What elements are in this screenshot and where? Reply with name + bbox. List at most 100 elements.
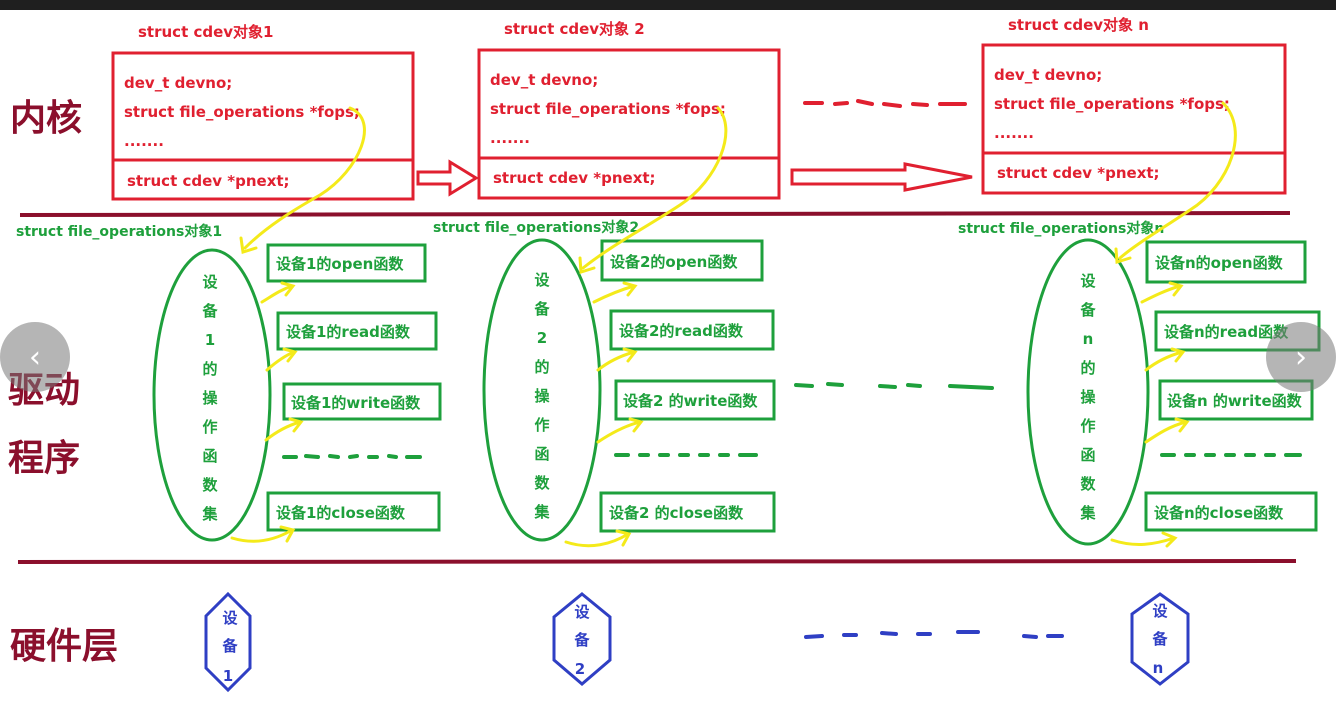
ellipse-char: 的 <box>202 360 217 378</box>
func-box-open <box>600 239 764 282</box>
layer-label-kernel: 内核 <box>10 98 82 139</box>
func-box-close <box>1144 491 1318 532</box>
ellipse-char: 集 <box>1079 504 1096 522</box>
cdev-field-fops: struct file_operations *fops; <box>124 103 360 121</box>
ellipse-char: n <box>1083 330 1094 348</box>
cdev-field-pnext: struct cdev *pnext; <box>493 169 656 187</box>
func-link-arrow <box>260 284 294 304</box>
fops-pointer-arrow-n-head <box>1114 247 1132 264</box>
func-link-arrow-head <box>622 281 638 297</box>
fops-pointer-arrow-2 <box>581 106 728 270</box>
func-label-open: 设备2的open函数 <box>610 253 738 271</box>
fops-title: struct file_operations对象n <box>958 220 1164 237</box>
device-char: 备 <box>573 631 590 649</box>
ellipse-char: 备 <box>201 302 218 320</box>
fops-ellipse-chars: 设 备 1 的 操 作 函 数 集 <box>201 273 218 523</box>
ellipse-char: 作 <box>1080 417 1095 435</box>
cdev-title: struct cdev对象1 <box>138 23 273 41</box>
device-char: 设 <box>222 609 237 627</box>
layer-label-hardware: 硬件层 <box>10 626 118 667</box>
ellipse-char: 数 <box>534 474 550 492</box>
func-link-arrow-head <box>1170 347 1186 363</box>
separator-kernel-driver <box>19 211 1291 217</box>
func-link-arrow <box>596 420 642 444</box>
func-link-arrow <box>1140 284 1182 304</box>
func-link-arrow <box>596 350 636 372</box>
cdev-object-2: struct cdev对象 2 dev_t devno; struct file… <box>477 20 781 200</box>
cdev-field-dots: ....... <box>994 124 1034 142</box>
ellipse-char: 的 <box>534 358 549 376</box>
device-char: 2 <box>575 660 585 678</box>
prev-image-button[interactable]: ‹ <box>0 322 70 392</box>
cdev-field-pnext: struct cdev *pnext; <box>997 164 1160 182</box>
separator-driver-hardware <box>17 559 1297 564</box>
chevron-left-icon: ‹ <box>29 339 41 375</box>
fops-ellipse-chars: 设 备 n 的 操 作 函 数 集 <box>1079 272 1096 522</box>
func-dots <box>282 454 422 459</box>
func-link-arrow-head <box>628 417 644 433</box>
fops-object-1: struct file_operations对象1 设 备 1 的 操 作 函 … <box>16 223 442 542</box>
ellipse-char: 数 <box>202 476 218 494</box>
func-box-read <box>276 311 438 351</box>
func-label-write: 设备n 的write函数 <box>1167 392 1303 410</box>
func-label-read: 设备1的read函数 <box>286 323 411 341</box>
func-link-arrow-head <box>1161 531 1178 548</box>
cdev-field-devno: dev_t devno; <box>124 74 232 92</box>
cdev-field-devno: dev_t devno; <box>490 71 598 89</box>
func-box-write <box>282 382 442 421</box>
kernel-continuation-dashes <box>803 99 967 108</box>
device-hexagon <box>1130 592 1190 686</box>
ellipse-char: 函 <box>534 445 549 463</box>
ellipse-char: 作 <box>534 416 549 434</box>
device-2: 设 备 2 <box>552 592 612 686</box>
device-char: 设 <box>1152 602 1167 620</box>
func-label-close: 设备2 的close函数 <box>609 504 744 522</box>
func-link-arrow-head <box>279 525 296 543</box>
next-image-button[interactable]: › <box>1266 322 1336 392</box>
func-label-read: 设备n的read函数 <box>1164 323 1289 341</box>
ellipse-char: 操 <box>534 387 550 405</box>
func-link-arrow <box>265 350 296 372</box>
func-link-arrow-head <box>280 281 296 297</box>
func-link-arrow-head <box>282 347 298 363</box>
pnext-arrow-1-to-2 <box>416 159 479 197</box>
ellipse-char: 设 <box>202 273 217 291</box>
device-char: 1 <box>223 667 233 685</box>
fops-ellipse <box>1026 238 1150 546</box>
ellipse-char: 函 <box>1080 446 1095 464</box>
layer-label-driver-line2: 程序 <box>8 438 80 479</box>
func-box-close <box>599 491 776 533</box>
cdev-box <box>981 43 1287 195</box>
ellipse-char: 设 <box>1080 272 1095 290</box>
fops-title: struct file_operations对象2 <box>433 219 639 236</box>
cdev-object-n: struct cdev对象 n dev_t devno; struct file… <box>981 16 1287 195</box>
device-hexagon <box>552 592 612 686</box>
ellipse-char: 的 <box>1080 359 1095 377</box>
cdev-field-pnext: struct cdev *pnext; <box>127 172 290 190</box>
cdev-field-fops: struct file_operations *fops; <box>490 100 726 118</box>
func-link-arrow <box>230 528 294 543</box>
device-n: 设 备 n <box>1130 592 1190 686</box>
ellipse-char: 集 <box>201 505 218 523</box>
ellipse-char: 备 <box>533 300 550 318</box>
fops-ellipse-chars: 设 备 2 的 操 作 函 数 集 <box>533 271 550 521</box>
func-box-open <box>266 243 427 283</box>
device-1: 设 备 1 <box>204 591 252 693</box>
ellipse-char: 2 <box>537 329 547 347</box>
func-link-arrow <box>564 532 630 548</box>
func-box-write <box>1158 379 1314 421</box>
func-label-open: 设备1的open函数 <box>276 255 404 273</box>
fops-ellipse <box>152 248 272 542</box>
func-box-write <box>614 379 776 421</box>
cdev-field-dots: ....... <box>124 132 164 150</box>
func-box-close <box>266 491 441 532</box>
func-label-open: 设备n的open函数 <box>1155 254 1284 272</box>
ellipse-char: 函 <box>202 447 217 465</box>
func-link-arrow <box>592 284 636 304</box>
func-link-arrow <box>264 420 302 442</box>
func-link-arrow-head <box>622 347 638 363</box>
fops-object-2: struct file_operations对象2 设 备 2 的 操 作 函 … <box>433 219 776 542</box>
ellipse-char: 作 <box>202 418 217 436</box>
ellipse-char: 操 <box>202 389 218 407</box>
cdev-title: struct cdev对象 2 <box>504 20 645 38</box>
